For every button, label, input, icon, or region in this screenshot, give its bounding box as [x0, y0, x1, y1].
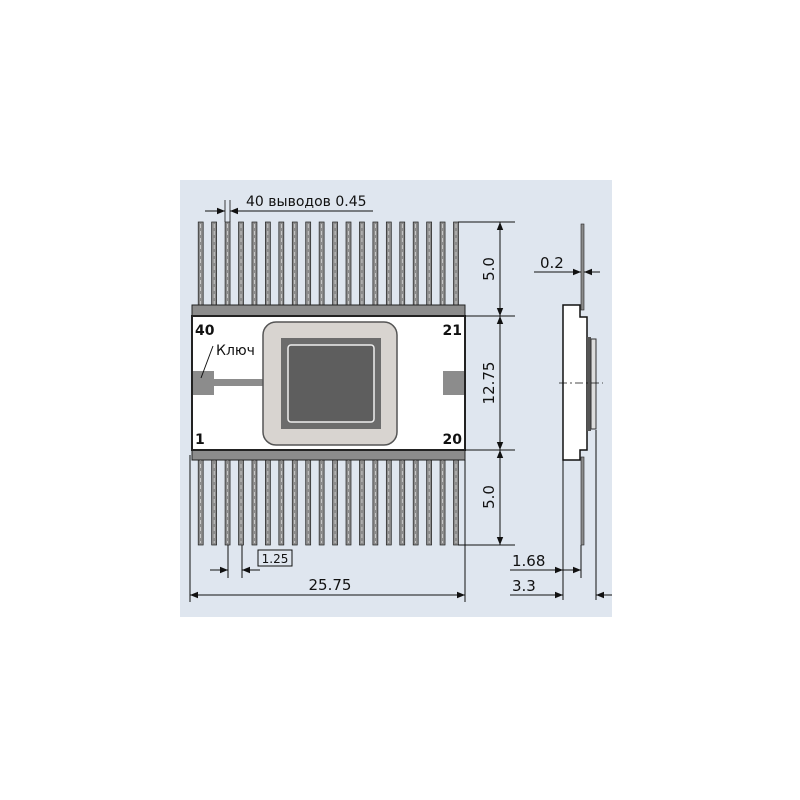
- side-dimensions: [510, 268, 612, 600]
- side-window: [590, 338, 597, 430]
- side-die-layer: [587, 337, 591, 431]
- dim-width: 25.75: [309, 576, 352, 594]
- pin-40-label: 40: [195, 323, 215, 339]
- pitch-box: [257, 549, 293, 567]
- dim-bottom-leads: 5.0: [480, 485, 498, 509]
- body-bottom-band: [191, 449, 466, 461]
- dim-top-leads: 5.0: [480, 257, 498, 281]
- key-marker: [193, 371, 214, 395]
- side-lead-bottom: [580, 456, 585, 546]
- horizontal-dimensions: [189, 455, 466, 602]
- right-marker: [443, 371, 464, 395]
- pin-count-note: 40 выводов 0.45: [246, 194, 367, 210]
- key-leader: [200, 345, 214, 379]
- body-top-band: [191, 304, 466, 317]
- key-label: Ключ: [216, 343, 255, 359]
- die: [287, 344, 375, 423]
- dim-lead-thickness: 0.2: [540, 254, 564, 272]
- dim-total-thickness: 3.3: [512, 577, 536, 595]
- side-lead-top: [580, 223, 585, 311]
- dim-body-thickness: 1.68: [512, 552, 545, 570]
- pin-1-label: 1: [195, 432, 205, 448]
- pin-20-label: 20: [443, 432, 463, 448]
- side-body: [562, 304, 588, 461]
- vertical-dimensions: [458, 221, 515, 546]
- dim-pitch: 1.25: [262, 552, 289, 566]
- pin-21-label: 21: [443, 323, 462, 339]
- dim-body: 12.75: [480, 362, 498, 405]
- key-trace: [214, 379, 264, 386]
